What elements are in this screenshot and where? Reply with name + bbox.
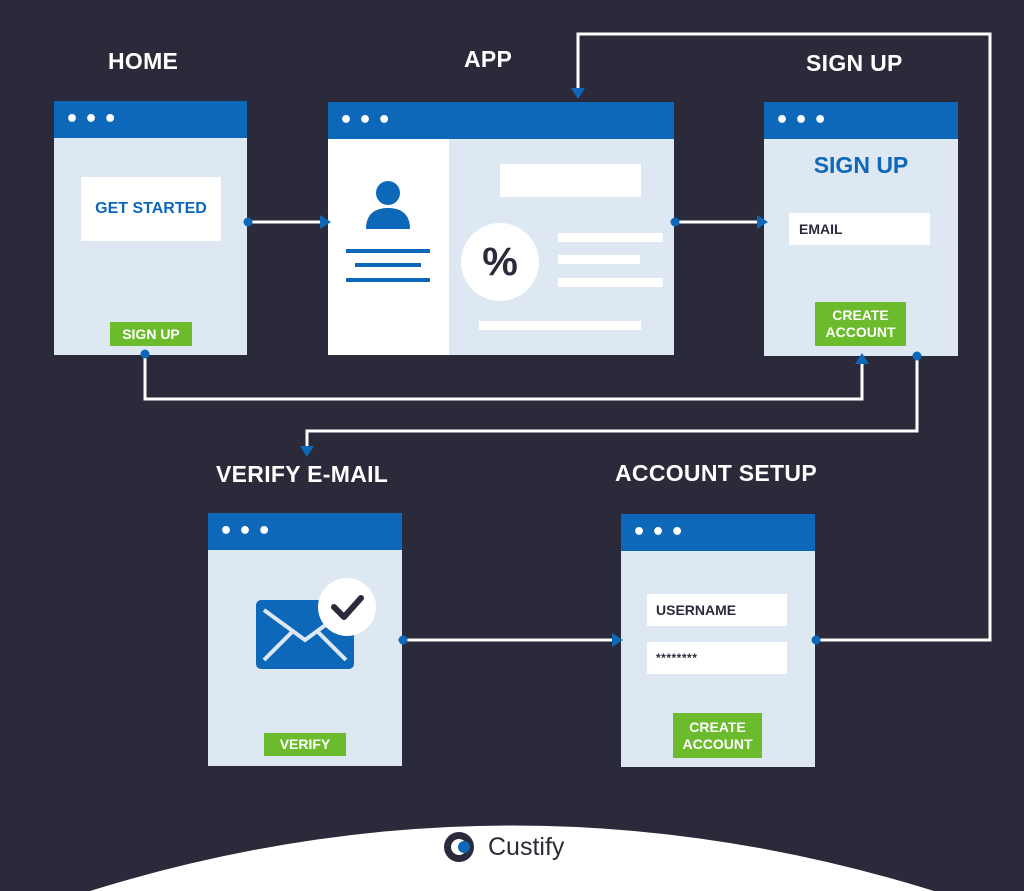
percent-icon: %: [461, 223, 539, 301]
window-title-bar: •••: [621, 514, 815, 551]
connector-setup-to-app: [576, 32, 992, 642]
percent-symbol: %: [482, 239, 518, 284]
brand-name: Custify: [488, 833, 565, 861]
username-field[interactable]: USERNAME: [647, 594, 787, 626]
username-label: USERNAME: [656, 602, 737, 618]
content-footer-line: [479, 321, 641, 330]
arrowhead: [855, 353, 869, 364]
connector-dot: [398, 635, 408, 645]
signup-heading: SIGN UP: [813, 152, 909, 178]
home-title: HOME: [108, 48, 179, 74]
verify-title: VERIFY E-MAIL: [216, 461, 389, 487]
profile-line: [346, 278, 430, 282]
signup-title: SIGN UP: [806, 50, 903, 76]
verify-button[interactable]: VERIFY: [264, 733, 346, 756]
footer-arc: [90, 825, 934, 891]
setup-create-account-label: CREATE ACCOUNT: [682, 718, 753, 752]
connector-dot: [243, 217, 253, 227]
window-title-bar: •••: [54, 101, 247, 138]
window-title-bar: •••: [208, 513, 402, 550]
app-sidebar-panel: [328, 139, 449, 355]
window-title-bar: •••: [328, 102, 674, 139]
arrowhead: [612, 633, 623, 647]
password-mask: ********: [656, 651, 698, 665]
email-field[interactable]: EMAIL: [789, 213, 930, 245]
content-header-block: [500, 164, 641, 197]
password-field[interactable]: ********: [647, 642, 787, 674]
signup-create-account-label: CREATE ACCOUNT: [825, 307, 896, 340]
verify-label: VERIFY: [279, 736, 331, 752]
arrowhead: [571, 88, 585, 99]
connector-home-signup-to-signup: [143, 354, 864, 401]
connector-dot: [912, 351, 922, 361]
connector-signup-to-verify: [305, 356, 919, 446]
connector-dot: [140, 349, 150, 359]
window-title-bar: •••: [764, 102, 958, 139]
profile-line: [355, 263, 421, 267]
connector-dot: [670, 217, 680, 227]
home-signup-button[interactable]: SIGN UP: [110, 322, 192, 346]
arrowhead: [300, 446, 314, 457]
account-setup-window: ••• USERNAME ******** CREATE ACCOUNT: [621, 514, 815, 767]
content-line: [558, 233, 663, 242]
connector-dot: [811, 635, 821, 645]
content-line: [558, 278, 663, 287]
app-title: APP: [464, 46, 513, 72]
app-window: ••• %: [328, 102, 674, 355]
email-label: EMAIL: [799, 221, 843, 237]
checkmark-icon: [318, 578, 376, 636]
home-window: ••• GET STARTED SIGN UP: [54, 101, 247, 355]
home-signup-label: SIGN UP: [122, 325, 180, 342]
get-started-label: GET STARTED: [95, 200, 207, 217]
user-icon: [366, 181, 410, 229]
arrowhead: [757, 215, 768, 229]
custify-logo-icon: [444, 832, 474, 862]
get-started-button[interactable]: GET STARTED: [81, 177, 221, 241]
arrowhead: [320, 215, 331, 229]
account-setup-title: ACCOUNT SETUP: [615, 460, 817, 486]
verify-window: ••• VERIFY: [208, 513, 402, 766]
content-line: [558, 255, 640, 264]
setup-create-account-button[interactable]: CREATE ACCOUNT: [673, 713, 762, 758]
signup-create-account-button[interactable]: CREATE ACCOUNT: [815, 302, 906, 346]
profile-line: [346, 249, 430, 253]
signup-window: ••• SIGN UP EMAIL CREATE ACCOUNT: [764, 102, 958, 356]
